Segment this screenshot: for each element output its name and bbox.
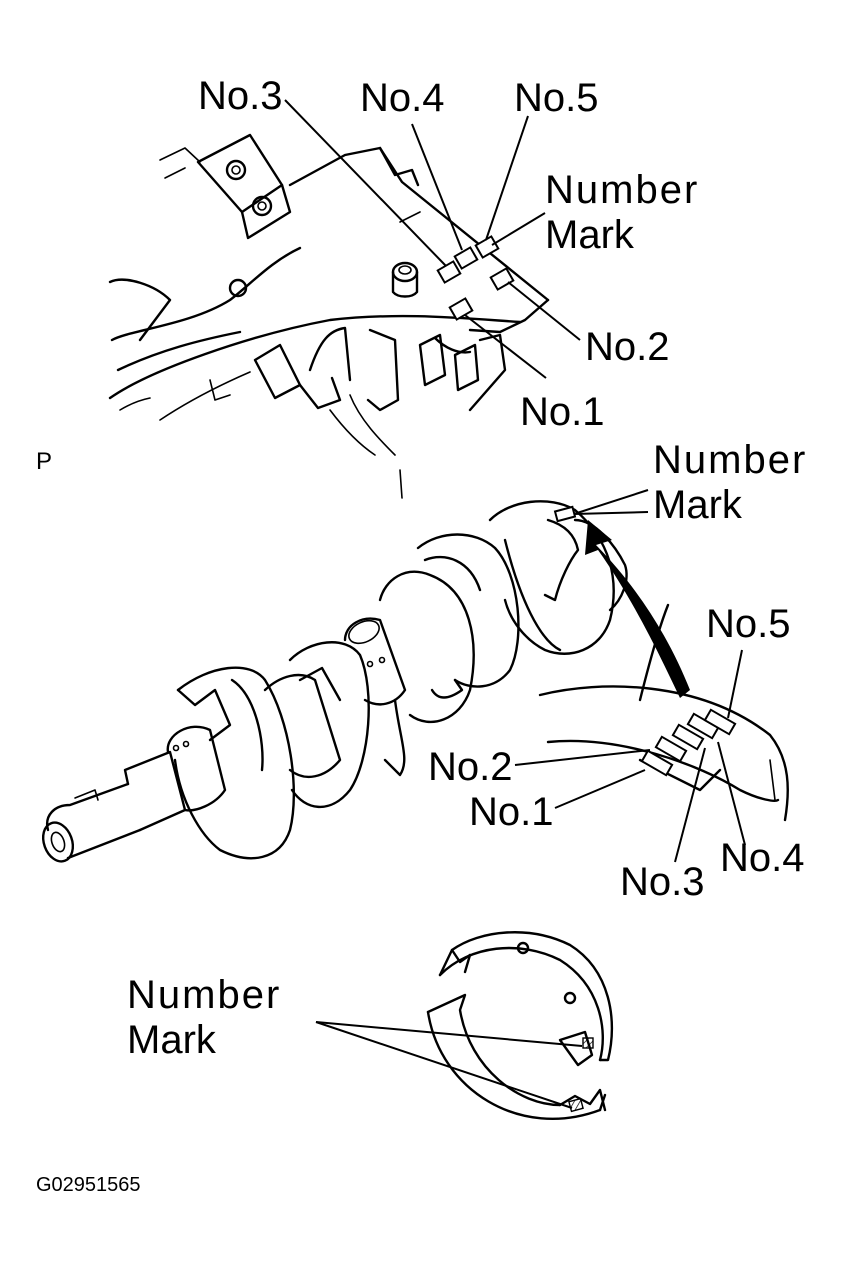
label-block-no5: No.5 [514, 76, 599, 120]
label-block-no4: No.4 [360, 76, 445, 120]
label-crank-no1: No.1 [469, 790, 554, 834]
label-crank-no2: No.2 [428, 745, 513, 789]
label-block-no3: No.3 [198, 74, 283, 118]
label-crank-mark: Mark [653, 483, 742, 527]
crank-flange-detail [514, 649, 789, 863]
label-crank-no3: No.3 [620, 860, 705, 904]
bearing-shell-illustration [315, 931, 614, 1120]
label-view-p: P [36, 448, 53, 475]
label-crank-number: Number [653, 438, 808, 482]
label-crank-no5: No.5 [706, 602, 791, 646]
label-block-mark: Mark [545, 213, 634, 257]
engine-block-illustration [108, 99, 581, 499]
label-bearing-number: Number [127, 973, 282, 1017]
figure-code: G02951565 [36, 1174, 141, 1196]
crankshaft-illustration [41, 489, 690, 863]
label-bearing-mark: Mark [127, 1018, 216, 1062]
label-block-no2: No.2 [585, 325, 670, 369]
label-block-no1: No.1 [520, 390, 605, 434]
label-crank-no4: No.4 [720, 836, 805, 880]
label-block-number: Number [545, 168, 700, 212]
